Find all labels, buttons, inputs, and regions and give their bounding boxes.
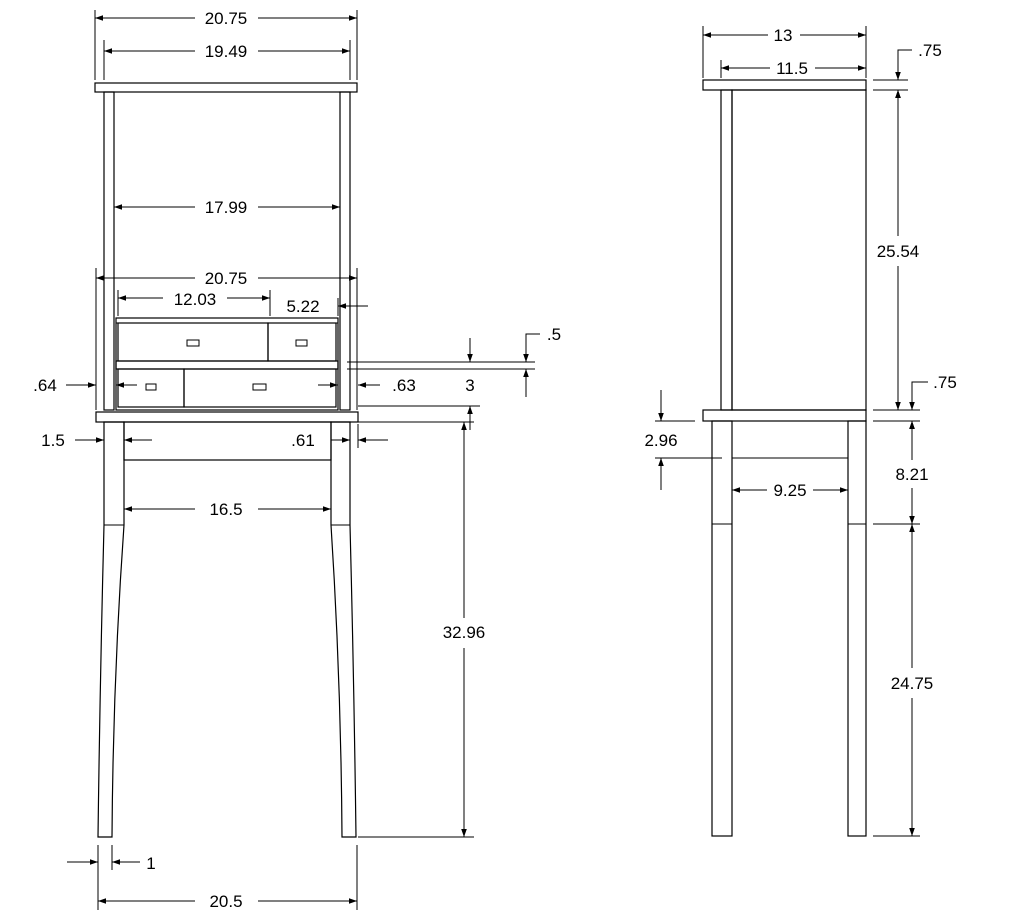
drawer-bottom-right bbox=[183, 368, 337, 408]
side-dimensions bbox=[655, 26, 928, 837]
dim-leg-height: 32.96 bbox=[443, 623, 486, 642]
dim-right-offset: .63 bbox=[392, 376, 416, 395]
side-top-board bbox=[702, 79, 867, 91]
dim-drawer-height: 3 bbox=[465, 376, 474, 395]
dim-top-thickness: .75 bbox=[918, 41, 942, 60]
front-top-board bbox=[94, 82, 358, 93]
side-back-panel bbox=[731, 89, 867, 411]
side-front-leg bbox=[711, 420, 733, 837]
drawer-pull bbox=[186, 339, 200, 347]
dim-drawer-right: 5.22 bbox=[286, 297, 319, 316]
dim-apron-width: 9.25 bbox=[773, 481, 806, 500]
side-desk-top bbox=[702, 409, 867, 422]
drawer-bottom-left bbox=[117, 368, 185, 408]
drawer-top-left bbox=[117, 322, 269, 362]
dim-base-width: 20.5 bbox=[209, 892, 242, 910]
dim-top-inner: 19.49 bbox=[205, 42, 248, 61]
drawer-cabinet bbox=[115, 317, 339, 411]
dim-apron-right: .61 bbox=[291, 431, 315, 450]
dim-cabinet-width: 20.75 bbox=[205, 269, 248, 288]
dim-upper-height: 25.54 bbox=[877, 242, 920, 261]
dim-leg-foot: 1 bbox=[146, 854, 155, 873]
dim-apron-height: 2.96 bbox=[644, 431, 677, 450]
side-back-leg bbox=[847, 420, 867, 837]
dim-upper-inner: 17.99 bbox=[205, 198, 248, 217]
dim-divider: .5 bbox=[547, 325, 561, 344]
dim-lower-leg: 24.75 bbox=[891, 674, 934, 693]
drawer-top-right bbox=[267, 322, 337, 362]
front-left-post bbox=[103, 91, 115, 411]
front-dimensions bbox=[66, 10, 540, 910]
dim-left-offset: .64 bbox=[33, 376, 57, 395]
dim-depth-inner: 11.5 bbox=[776, 59, 808, 78]
dim-depth-outer: 13 bbox=[774, 26, 793, 45]
dim-leg-span: 16.5 bbox=[209, 500, 242, 519]
side-view bbox=[702, 79, 867, 837]
front-left-leg bbox=[97, 421, 125, 838]
drawer-pull bbox=[145, 383, 157, 391]
dim-top-outer: 20.75 bbox=[205, 9, 248, 28]
dim-apron-left: 1.5 bbox=[41, 431, 65, 450]
dim-drawer-left: 12.03 bbox=[174, 290, 217, 309]
front-right-leg bbox=[330, 421, 357, 838]
front-desk-top bbox=[95, 411, 359, 423]
dim-shelf-thickness: .75 bbox=[933, 373, 957, 392]
dim-upper-leg: 8.21 bbox=[895, 465, 928, 484]
front-right-post bbox=[339, 91, 351, 411]
front-view bbox=[94, 82, 359, 838]
side-front-post bbox=[720, 89, 733, 411]
drawer-divider bbox=[115, 360, 339, 370]
drawer-pull bbox=[295, 339, 308, 347]
drawer-pull bbox=[252, 383, 267, 391]
